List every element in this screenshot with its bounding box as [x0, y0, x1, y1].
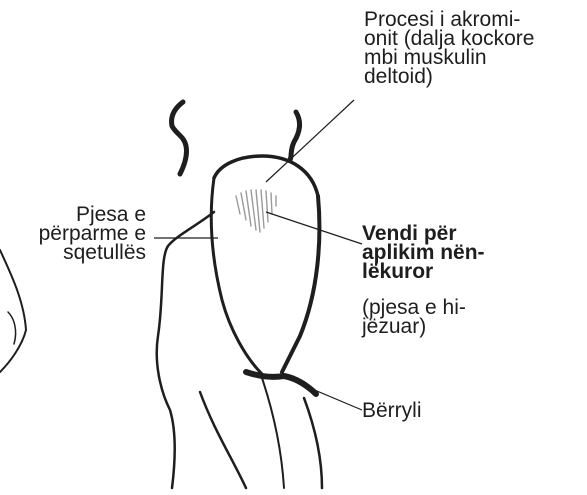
elbow-leader-line: [286, 378, 362, 410]
forearm-back-outline: [304, 398, 322, 488]
chest-outline: [157, 212, 214, 488]
elbow-label: Bërryli: [362, 401, 422, 420]
acromion-label-line: deltoid): [364, 67, 534, 86]
side-figure-outline: [0, 250, 26, 372]
waist-outline: [262, 378, 284, 488]
armpit-label: Pjesa e përparme e sqetullës: [39, 205, 146, 262]
forearm-outline: [200, 392, 246, 488]
acromion-leader-line: [266, 100, 354, 182]
elbow-crease: [246, 372, 316, 394]
arm-back-outline: [282, 196, 319, 372]
elbow-label-line: Bërryli: [362, 401, 422, 420]
deltoid-outline: [214, 156, 318, 196]
injection-site-note: (pjesa e hi- jëzuar): [362, 298, 466, 336]
injection-site-leader-line: [266, 212, 362, 244]
acromion-label: Procesi i akromi- onit (dalja kockore mb…: [364, 10, 534, 86]
arm-front-outline: [211, 178, 262, 374]
injection-site-label: Vendi për aplikim nën- lëkuror: [362, 224, 485, 281]
injection-site-hatching: [236, 190, 276, 232]
injection-site-label-line: lëkuror: [362, 262, 485, 281]
neck-outline: [172, 102, 187, 174]
side-figure-detail: [8, 312, 16, 344]
injection-site-note-line: jëzuar): [362, 317, 466, 336]
armpit-label-line: sqetullës: [39, 243, 146, 262]
